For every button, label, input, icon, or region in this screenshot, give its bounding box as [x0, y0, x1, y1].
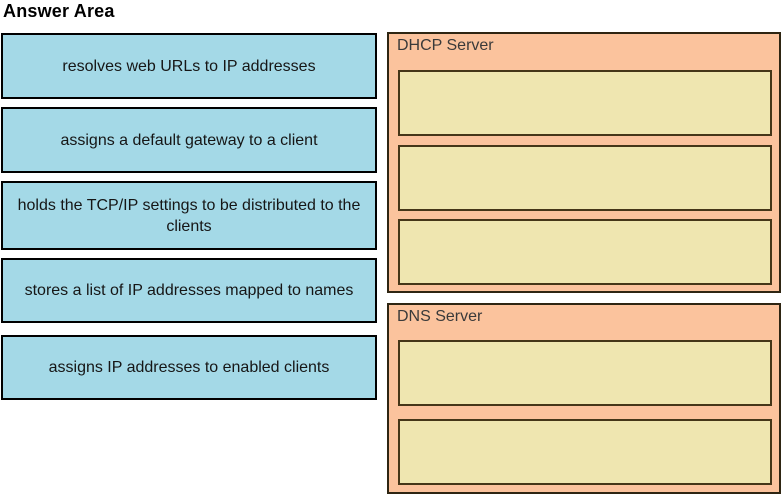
drop-target-title: DHCP Server [397, 37, 494, 54]
dns-drop-slot-2[interactable] [398, 419, 772, 485]
drag-option-label: resolves web URLs to IP addresses [62, 57, 316, 75]
drag-option-label: assigns a default gateway to a client [60, 131, 318, 149]
page-title: Answer Area [3, 1, 115, 21]
drop-target-title: DNS Server [397, 308, 483, 325]
drag-option-tcpip-settings[interactable]: holds the TCP/IP settings to be distribu… [1, 181, 377, 250]
drag-option-label: holds the TCP/IP settings to be distribu… [17, 196, 361, 235]
drop-target-dns-server: DNS Server [387, 303, 781, 494]
dhcp-drop-slot-3[interactable] [398, 219, 772, 285]
drag-option-label: assigns IP addresses to enabled clients [48, 359, 330, 376]
dns-drop-slot-1[interactable] [398, 340, 772, 406]
drag-option-ip-list-names[interactable]: stores a list of IP addresses mapped to … [1, 258, 377, 323]
drag-option-default-gateway[interactable]: assigns a default gateway to a client [1, 107, 377, 173]
dhcp-drop-slot-2[interactable] [398, 145, 772, 211]
drag-option-label: stores a list of IP addresses mapped to … [24, 282, 354, 299]
drop-target-dhcp-server: DHCP Server [387, 32, 781, 293]
dhcp-drop-slot-1[interactable] [398, 70, 772, 136]
drag-option-resolves-urls[interactable]: resolves web URLs to IP addresses [1, 33, 377, 99]
drag-option-assigns-ip[interactable]: assigns IP addresses to enabled clients [1, 335, 377, 400]
